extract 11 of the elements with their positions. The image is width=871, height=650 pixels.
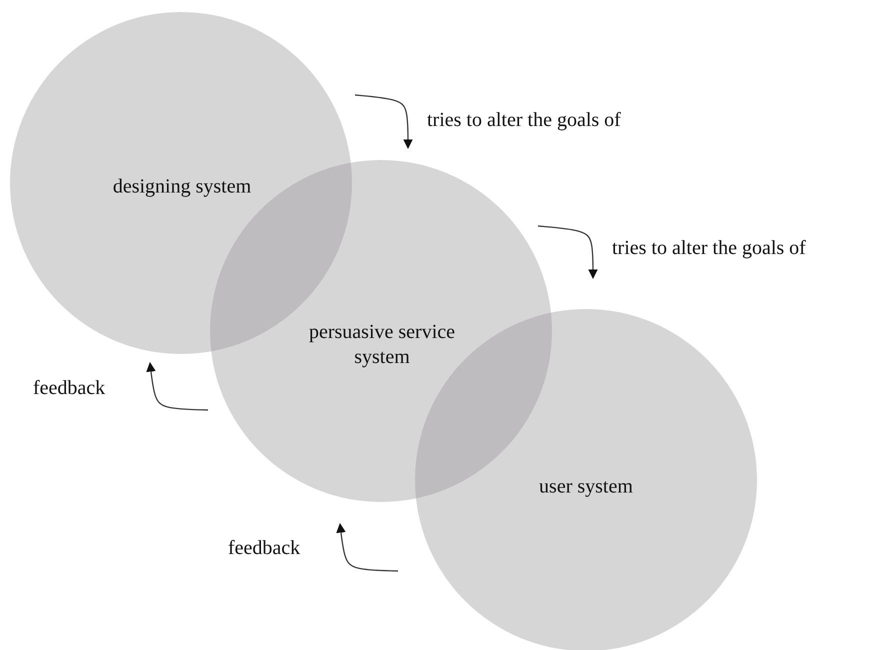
edge-label: feedback [228,538,300,558]
node-label: user system [538,474,634,500]
curved-arrow [146,362,208,411]
edge-label: tries to alter the goals of [612,238,806,258]
curved-arrow [354,94,413,149]
node-label: designing system [112,174,252,200]
node-label: persuasive service system [308,320,456,370]
edge-label: feedback [33,378,106,398]
edge-label: tries to alter the goals of [427,110,621,130]
curved-arrow [336,523,398,572]
curved-arrow [538,225,598,279]
